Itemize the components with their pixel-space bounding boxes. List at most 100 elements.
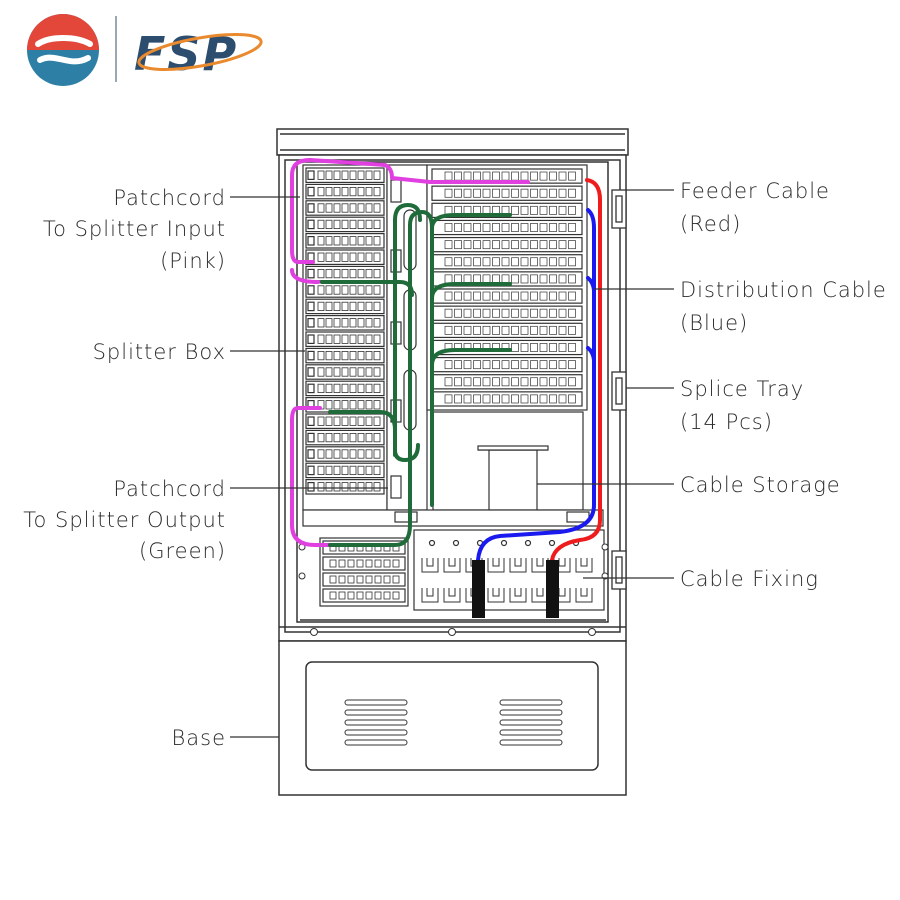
splitter-box <box>302 164 388 511</box>
adapter-port <box>325 350 333 361</box>
tray-slot <box>539 377 548 387</box>
tray-slot <box>539 240 548 250</box>
tray-slot <box>530 377 538 387</box>
adapter-port <box>349 170 357 180</box>
adapter-port <box>373 285 381 295</box>
adapter-port <box>325 383 333 394</box>
vent-slot <box>344 699 408 706</box>
adapter-port <box>341 301 349 312</box>
slot-latch <box>307 170 315 180</box>
tray-slot <box>558 274 567 284</box>
vent-slot <box>499 699 563 706</box>
cable-clamp <box>421 558 439 573</box>
tray-slot <box>539 205 548 215</box>
adapter-port <box>317 449 325 459</box>
tray-slot <box>511 257 519 267</box>
splitter-row <box>305 397 385 413</box>
tray-slot <box>549 171 557 181</box>
module-port <box>392 559 400 568</box>
adapter-port <box>365 400 373 410</box>
tray-slot <box>568 325 576 335</box>
tray-slot <box>473 188 481 198</box>
tray-slot <box>549 394 557 404</box>
tray-slot <box>558 343 567 352</box>
tray-slot <box>511 394 519 404</box>
tray-slot <box>492 257 500 267</box>
splitter-row <box>305 380 385 397</box>
tray-slot <box>454 377 462 387</box>
tray-slot <box>539 325 548 335</box>
tray-slot <box>482 223 491 232</box>
tray-slot <box>463 223 472 232</box>
slot-latch <box>307 186 315 197</box>
tray-slot <box>520 240 529 250</box>
red-cable-gland <box>546 560 559 618</box>
adapter-port <box>325 318 333 328</box>
tray-slot <box>492 274 500 284</box>
adapter-port <box>317 416 325 426</box>
label-patchcord-output-2: To Splitter Output <box>23 508 226 532</box>
adapter-port <box>357 449 365 459</box>
tray-slot <box>520 205 529 215</box>
tray-slot <box>520 394 529 404</box>
adapter-port <box>349 236 357 246</box>
splitter-row <box>305 364 385 380</box>
fixing-screw <box>452 539 460 547</box>
adapter-port <box>341 482 349 492</box>
tray-slot <box>454 188 462 198</box>
tray-slot <box>568 291 576 301</box>
adapter-port <box>317 268 325 279</box>
tray-slot <box>463 188 472 198</box>
adapter-port <box>373 186 381 197</box>
slot-latch <box>307 236 315 246</box>
tray-slot <box>520 223 529 232</box>
label-patchcord-input-1: Patchcord <box>113 186 226 210</box>
tray-slot <box>511 171 519 181</box>
tray-slot <box>492 171 500 181</box>
tray-slot <box>454 257 462 267</box>
adapter-port <box>373 400 381 410</box>
adapter-port <box>357 219 365 229</box>
slot-latch <box>307 268 315 279</box>
adapter-port <box>317 236 325 246</box>
tray-slot <box>539 360 548 370</box>
module-port <box>356 559 364 568</box>
adapter-port <box>333 285 341 295</box>
adapter-port <box>349 318 357 328</box>
tray-slot <box>558 325 567 335</box>
bottom-module-row <box>322 588 406 603</box>
tray-slot <box>444 377 453 387</box>
adapter-port <box>373 236 381 246</box>
adapter-port <box>357 432 365 443</box>
label-patchcord-input-2: To Splitter Input <box>43 217 226 241</box>
pink-patchcord <box>290 158 530 264</box>
tray-slot <box>501 240 510 250</box>
adapter-port <box>317 219 325 229</box>
tray-slot <box>549 308 557 318</box>
tray-slot <box>444 188 453 198</box>
adapter-port <box>325 186 333 197</box>
label-distribution-cable-1: Distribution Cable <box>680 278 887 302</box>
adapter-port <box>325 449 333 459</box>
adapter-port <box>357 482 365 492</box>
adapter-port <box>341 383 349 394</box>
adapter-port <box>317 203 325 213</box>
tray-slot <box>520 257 529 267</box>
adapter-port <box>365 252 373 262</box>
adapter-port <box>333 432 341 443</box>
label-patchcord-output-3: (Green) <box>139 539 226 563</box>
adapter-port <box>365 449 373 459</box>
adapter-port <box>325 400 333 410</box>
module-port <box>338 575 346 584</box>
adapter-port <box>317 252 325 262</box>
tray-slot <box>492 394 500 404</box>
adapter-port <box>325 482 333 492</box>
tray-slot <box>492 377 500 387</box>
adapter-port <box>333 170 341 180</box>
tray-slot <box>558 360 567 370</box>
tray-slot <box>492 291 500 301</box>
adapter-port <box>349 482 357 492</box>
tray-slot <box>501 171 510 181</box>
adapter-port <box>373 318 381 328</box>
slot-latch <box>307 367 315 377</box>
